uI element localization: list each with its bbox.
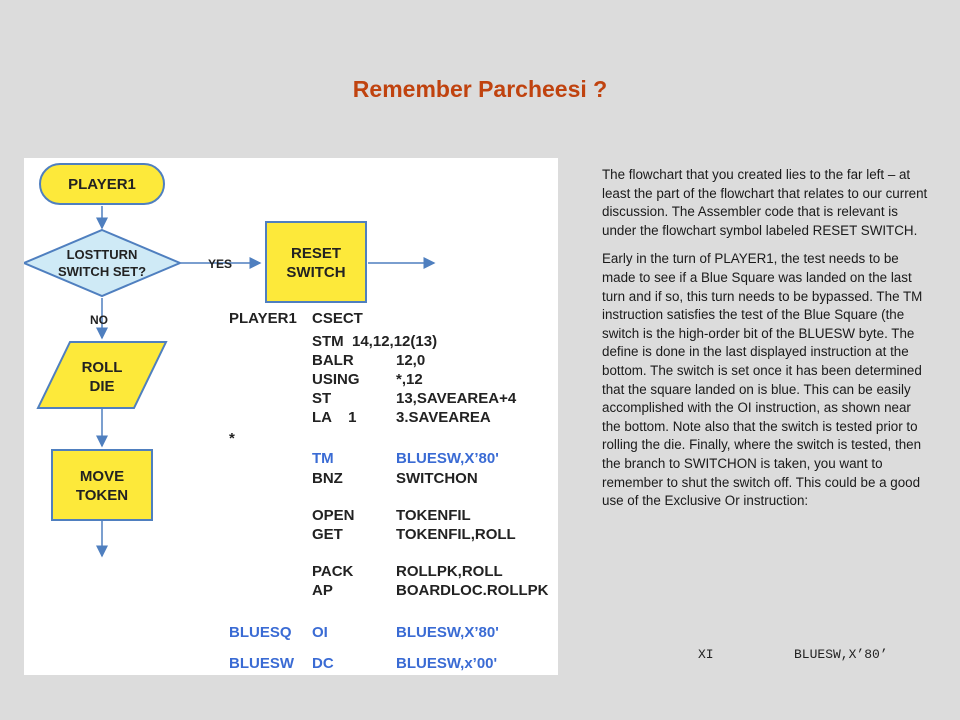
code-label: * <box>229 430 235 447</box>
reset-label-line1: RESET <box>291 245 341 262</box>
code-op: OI <box>312 624 328 641</box>
player1-label: PLAYER1 <box>68 176 136 193</box>
code-operand: 12,0 <box>396 352 426 369</box>
xi-operand: BLUESW,X’80’ <box>794 647 888 662</box>
code-operand: 13,SAVEAREA+4 <box>396 390 517 407</box>
description-paragraph-2: Early in the turn of PLAYER1, the test n… <box>602 251 923 509</box>
decision-label-line1: LOSTTURN <box>67 247 138 262</box>
reset-switch-box <box>265 221 367 303</box>
move-label-line1: MOVE <box>80 468 124 485</box>
code-operand: BLUESW,x’00' <box>396 655 498 672</box>
code-operand: *,12 <box>396 371 423 388</box>
code-op: BNZ <box>312 470 343 487</box>
code-operand: TOKENFIL,ROLL <box>396 526 516 543</box>
no-label: NO <box>90 313 108 327</box>
code-op: PACK <box>312 563 354 580</box>
code-op: AP <box>312 582 333 599</box>
code-label: BLUESQ <box>229 624 292 641</box>
roll-die-io <box>36 341 168 409</box>
code-op: GET <box>312 526 343 543</box>
code-op: USING <box>312 371 360 388</box>
description-text: The flowchart that you created lies to t… <box>602 166 928 521</box>
code-operand: BLUESW,X’80' <box>396 624 499 641</box>
code-operand: BOARDLOC.ROLLPK <box>396 582 549 599</box>
code-op: STM 14,12,12(13) <box>312 333 438 350</box>
flowchart-panel: PLAYER1 LOSTTURN SWITCH SET? YES NO RESE… <box>24 158 558 675</box>
code-op: LA 1 <box>312 409 357 426</box>
code-operand: TOKENFIL <box>396 507 471 524</box>
code-operand: ROLLPK,ROLL <box>396 563 503 580</box>
move-label-line2: TOKEN <box>76 487 128 504</box>
code-op: TM <box>312 450 334 467</box>
code-operand: SWITCHON <box>396 470 478 487</box>
reset-label-line2: SWITCH <box>286 264 345 281</box>
decision-label-line2: SWITCH SET? <box>58 264 146 279</box>
roll-label-line2: DIE <box>89 378 114 395</box>
code-op: DC <box>312 655 334 672</box>
description-paragraph-1: The flowchart that you created lies to t… <box>602 167 928 238</box>
code-op: BALR <box>312 352 354 369</box>
roll-label-line1: ROLL <box>82 359 123 376</box>
xi-opcode: XI <box>698 647 714 662</box>
player1-terminator <box>39 163 165 205</box>
code-operand: 3.SAVEAREA <box>396 409 491 426</box>
page-title: Remember Parcheesi ? <box>352 76 608 102</box>
yes-label: YES <box>208 257 232 271</box>
code-label: PLAYER1 <box>229 310 297 327</box>
code-label: BLUESW <box>229 655 294 672</box>
code-op: OPEN <box>312 507 355 524</box>
code-op: ST <box>312 390 332 407</box>
code-op: CSECT <box>312 310 363 327</box>
move-token-box <box>51 449 153 521</box>
code-operand: BLUESW,X’80' <box>396 450 499 467</box>
lostturn-decision <box>24 228 183 298</box>
flowchart-diagram: PLAYER1 LOSTTURN SWITCH SET? YES NO RESE… <box>24 163 436 558</box>
